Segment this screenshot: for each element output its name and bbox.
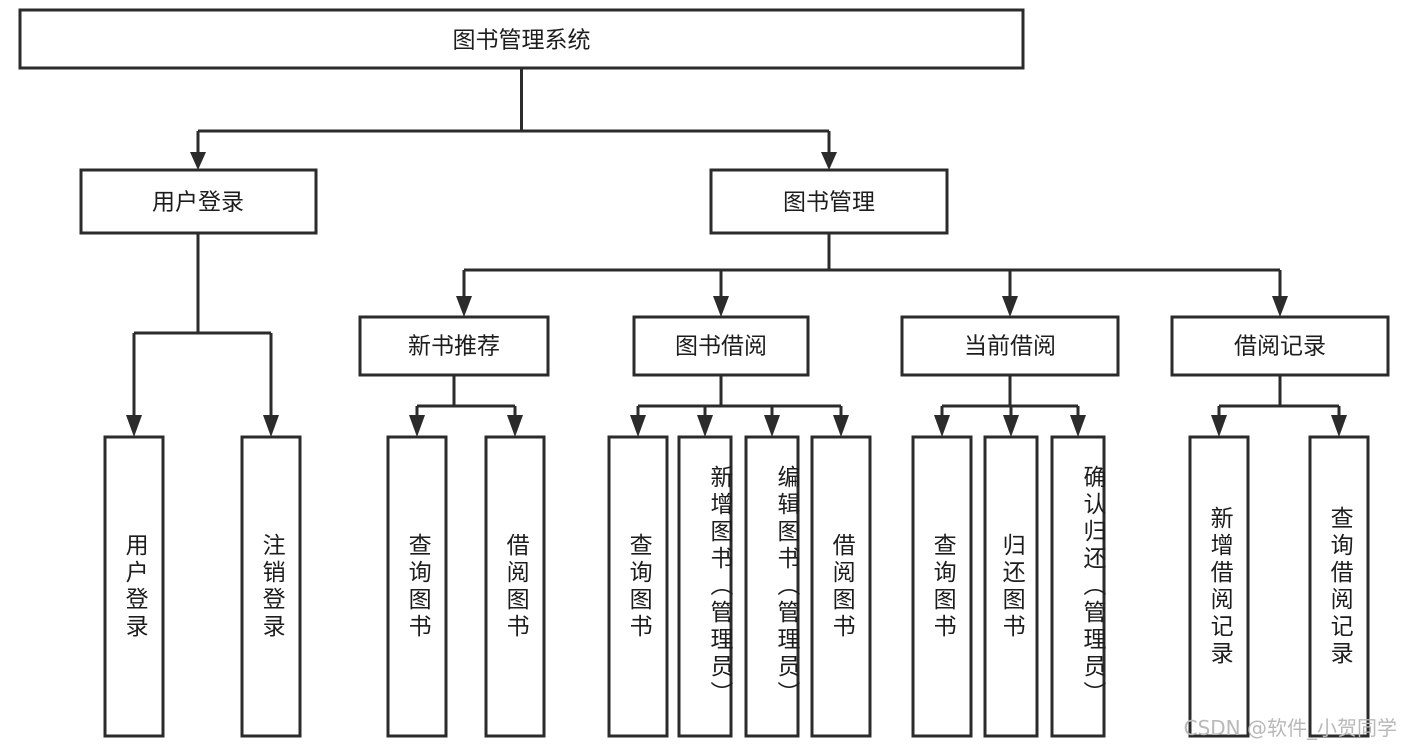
node-leaf-edit-book-box[interactable] — [744, 435, 800, 738]
node-leaf-add-book-box[interactable] — [677, 435, 733, 738]
node-leaf-return-book-box[interactable] — [983, 435, 1039, 738]
node-leaf-query-book-1-box[interactable] — [386, 435, 448, 738]
arrow-head-leaf-borrow-book-2 — [833, 415, 849, 437]
node-user-login-box[interactable] — [79, 168, 318, 235]
node-current-borrow[interactable]: 当前借阅 — [900, 315, 1120, 377]
node-book-manage-box[interactable] — [709, 168, 949, 235]
connectors-root-to-level2 — [190, 68, 837, 170]
node-leaf-query-record-box[interactable] — [1308, 435, 1370, 738]
edge-userlogin-leaves — [132, 233, 273, 419]
connectors-borrowrecord-to-leaves — [1211, 375, 1347, 437]
node-leaf-query-book-2-box[interactable] — [607, 435, 669, 738]
arrow-head-new-book-recommend — [456, 296, 472, 317]
arrow-head-leaf-query-book-1 — [409, 415, 425, 437]
arrow-head-book-borrow — [713, 296, 729, 317]
connectors-currentborrow-to-leaves — [934, 375, 1086, 437]
arrow-head-user-login — [190, 152, 206, 170]
node-borrow-record[interactable]: 借阅记录 — [1170, 315, 1390, 377]
node-current-borrow-label: 当前借阅 — [964, 334, 1056, 360]
arrow-head-leaf-add-record — [1211, 415, 1227, 437]
edge-root-level2 — [196, 68, 831, 156]
node-user-login-label: 用户登录 — [152, 190, 244, 216]
arrow-head-leaf-edit-book — [764, 415, 780, 437]
node-current-borrow-box[interactable] — [900, 315, 1120, 377]
node-book-borrow[interactable]: 图书借阅 — [632, 315, 810, 377]
connectors-bookborrow-to-leaves — [630, 375, 849, 437]
node-new-book-recommend[interactable]: 新书推荐 — [358, 315, 550, 377]
arrow-head-borrow-record — [1272, 296, 1288, 317]
leaf-boxes — [103, 435, 1370, 738]
arrow-head-current-borrow — [1002, 296, 1018, 317]
arrow-head-leaf-user-login — [126, 415, 142, 437]
node-book-manage[interactable]: 图书管理 — [709, 168, 949, 235]
node-leaf-query-book-3-box[interactable] — [911, 435, 973, 738]
connectors-bookmanage-to-level3 — [456, 233, 1288, 317]
node-leaf-borrow-book-1-box[interactable] — [484, 435, 546, 738]
node-leaf-borrow-book-2-box[interactable] — [810, 435, 872, 738]
node-leaf-add-record-box[interactable] — [1188, 435, 1250, 738]
arrow-head-leaf-add-book — [697, 415, 713, 437]
node-book-borrow-box[interactable] — [632, 315, 810, 377]
node-new-book-recommend-box[interactable] — [358, 315, 550, 377]
arrow-head-leaf-confirm-return — [1070, 415, 1086, 437]
watermark-text: CSDN @软件_小贺同学 — [1183, 716, 1397, 740]
node-leaf-user-logout-box[interactable] — [240, 435, 302, 738]
arrow-head-leaf-query-book-2 — [630, 415, 646, 437]
arrow-head-leaf-return-book — [1003, 415, 1019, 437]
edge-newbook-leaves — [415, 375, 517, 419]
edge-currentborrow-leaves — [940, 375, 1080, 419]
arrow-head-leaf-query-book-3 — [934, 415, 950, 437]
arrow-head-leaf-user-logout — [263, 415, 279, 437]
node-borrow-record-label: 借阅记录 — [1234, 334, 1326, 360]
node-root[interactable]: 图书管理系统 — [18, 8, 1025, 70]
edge-bookborrow-leaves — [636, 375, 843, 419]
node-new-book-recommend-label: 新书推荐 — [408, 334, 500, 360]
arrow-head-leaf-query-record — [1331, 415, 1347, 437]
edge-bookmanage-level3 — [462, 233, 1282, 299]
arrow-head-book-manage — [821, 152, 837, 170]
node-book-manage-label: 图书管理 — [783, 190, 875, 216]
node-user-login[interactable]: 用户登录 — [79, 168, 318, 235]
edge-borrowrecord-leaves — [1217, 375, 1341, 419]
node-root-box[interactable] — [18, 8, 1025, 70]
node-book-borrow-label: 图书借阅 — [675, 334, 767, 360]
connectors-newbook-to-leaves — [409, 375, 523, 437]
arrow-head-leaf-borrow-book-1 — [507, 415, 523, 437]
node-leaf-confirm-return-box[interactable] — [1050, 435, 1106, 738]
node-borrow-record-box[interactable] — [1170, 315, 1390, 377]
node-leaf-user-login-box[interactable] — [103, 435, 165, 738]
connectors-userlogin-to-leaves — [126, 233, 279, 437]
node-root-label: 图书管理系统 — [453, 28, 591, 54]
